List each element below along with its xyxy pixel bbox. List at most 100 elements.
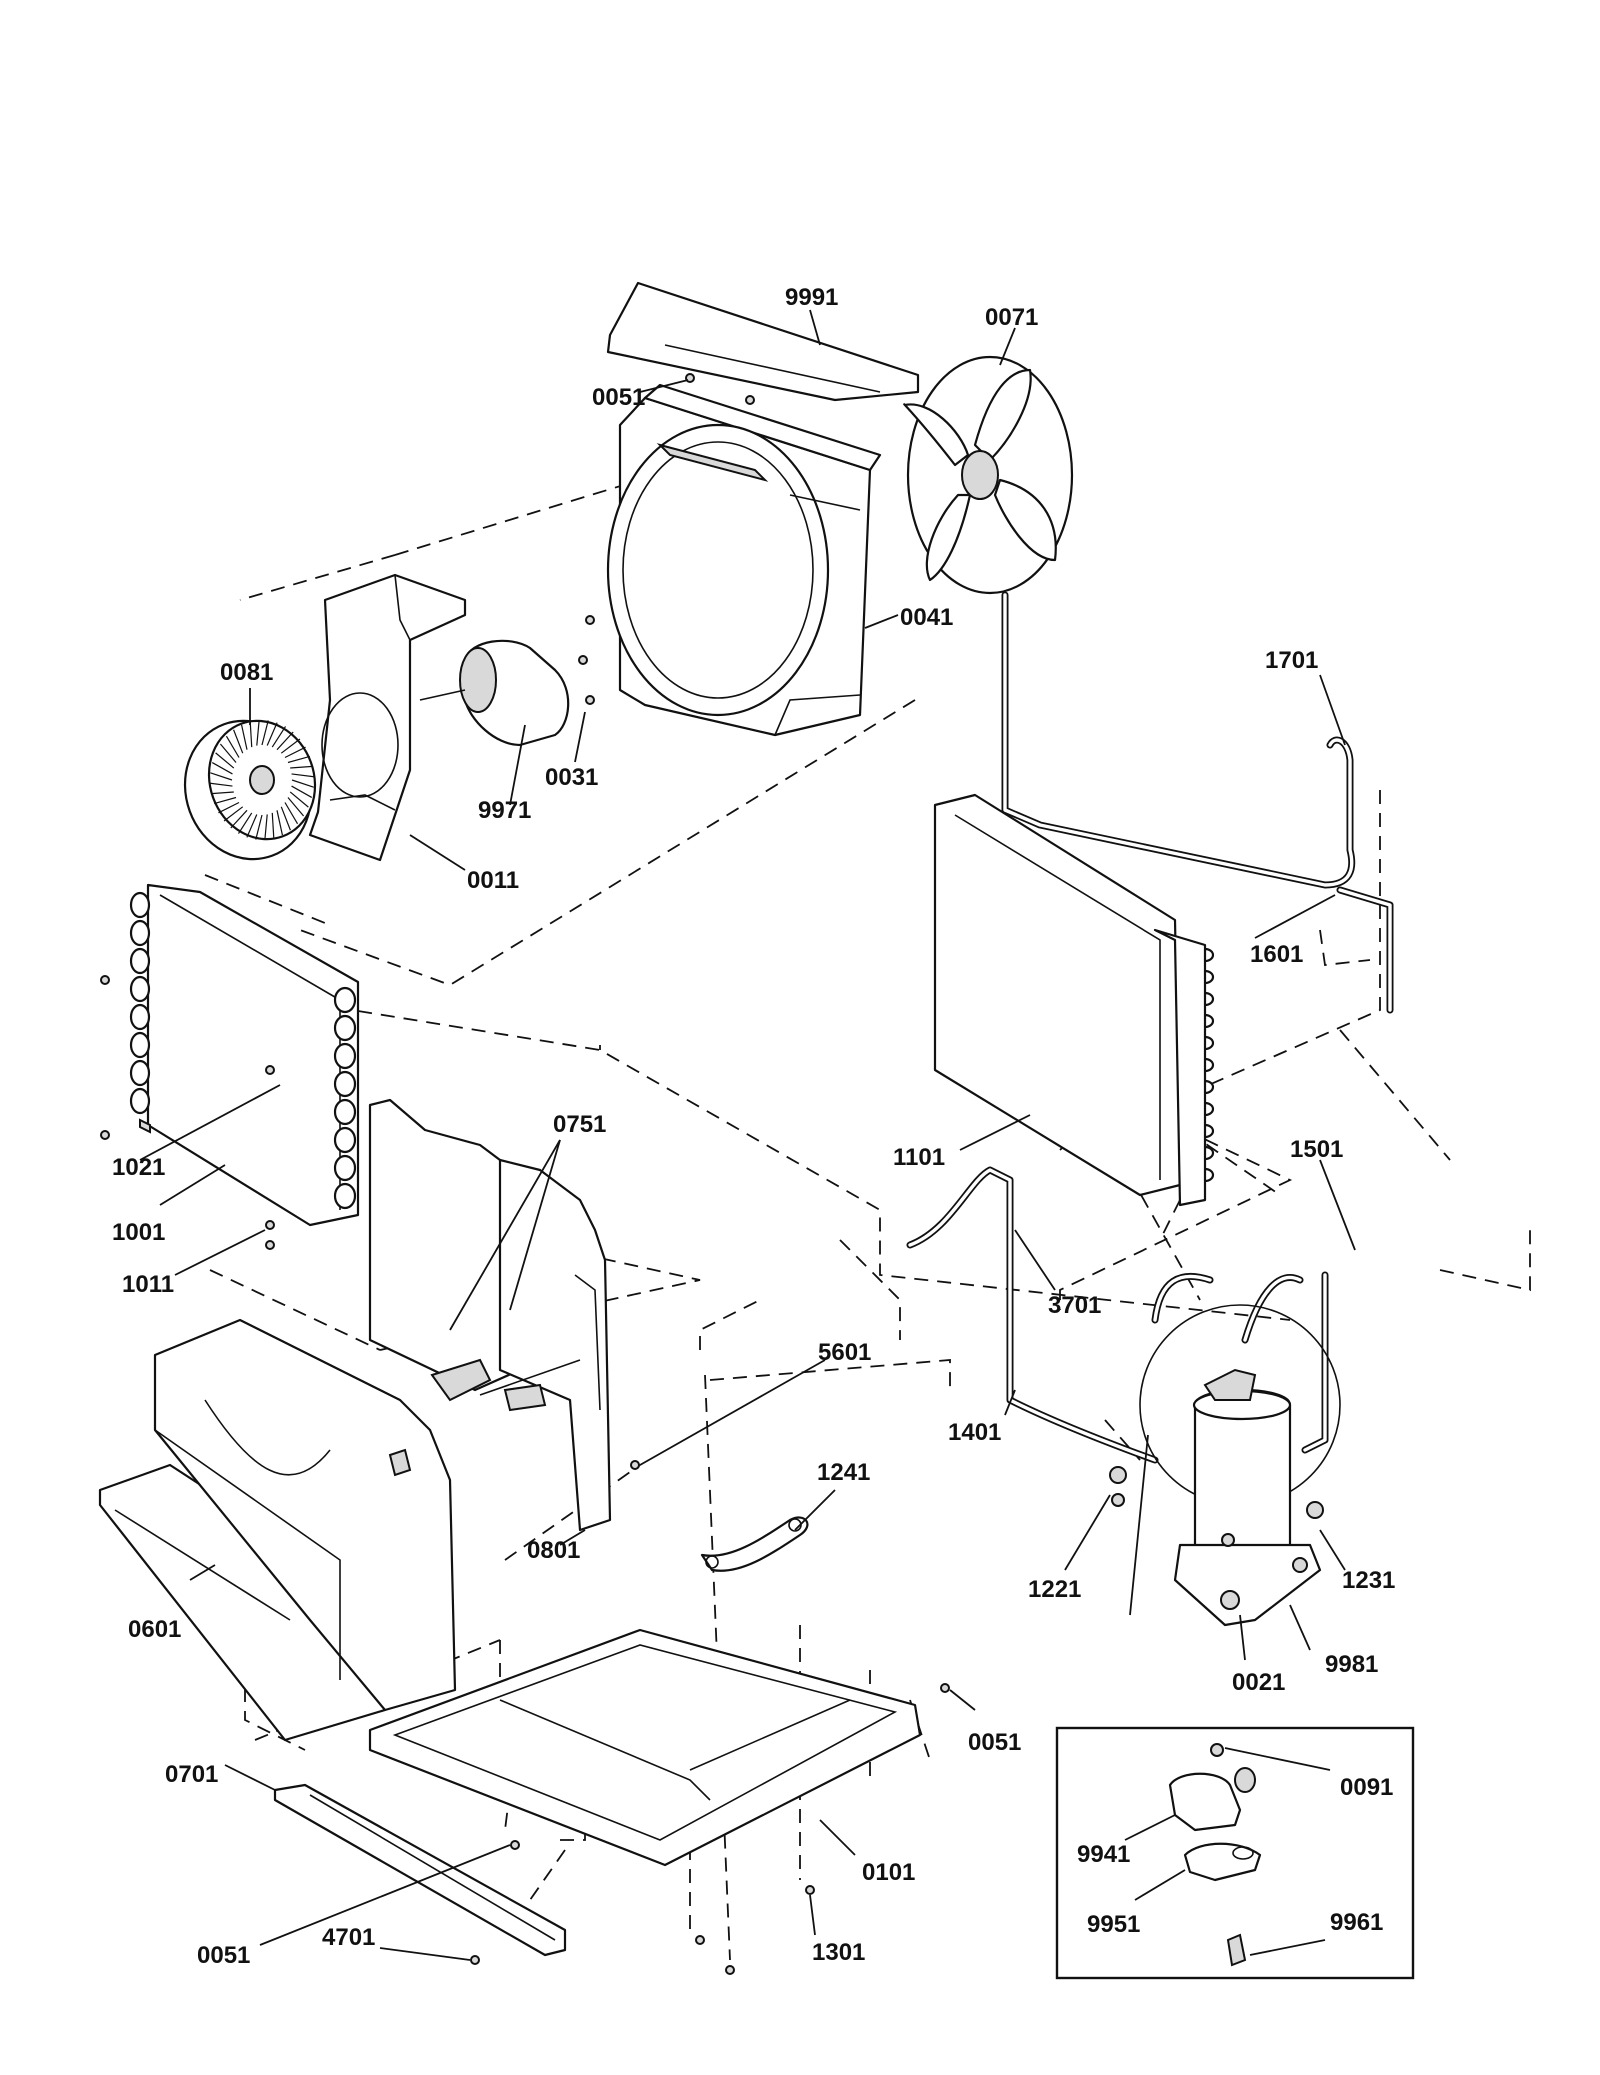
label-1241: 1241 (817, 1459, 870, 1486)
blower-fin (276, 731, 294, 751)
refrigerant-tubing (906, 591, 1394, 1464)
label-1011: 1011 (122, 1271, 174, 1298)
blower-fin (219, 743, 237, 763)
blower-fin (225, 735, 240, 758)
label-9961: 9961 (1330, 1909, 1383, 1936)
mounting-strap-part (700, 1516, 809, 1572)
condenser-coil-part (933, 793, 1215, 1207)
blower-fin (256, 720, 260, 746)
blower-fin (210, 782, 233, 787)
blower-fin (290, 765, 313, 769)
blower-fin (246, 814, 258, 838)
base-pan-part (98, 1318, 457, 1742)
evaporator-return-bend (333, 1014, 357, 1042)
blower-fin (211, 762, 233, 775)
blower-fin (233, 729, 244, 754)
blower-fin (266, 722, 278, 746)
label-9981: 9981 (1325, 1651, 1378, 1678)
fasteners (100, 373, 1235, 1975)
blower-fin (280, 806, 291, 831)
blower-fin (214, 796, 237, 805)
label-3701: 3701 (1048, 1292, 1101, 1319)
label-1021: 1021 (112, 1154, 165, 1181)
top-cover-part (606, 281, 920, 402)
label-9991: 9991 (785, 284, 838, 311)
evaporator-return-bend (129, 947, 151, 975)
label-0021: 0021 (1232, 1669, 1285, 1696)
label-0091: 0091 (1340, 1774, 1393, 1801)
label-0751: 0751 (553, 1111, 606, 1138)
evaporator-return-bend (333, 1182, 357, 1210)
label-1301: 1301 (812, 1939, 865, 1966)
label-0011: 0011 (467, 867, 519, 894)
inset-detail-box (1055, 1726, 1415, 1980)
leader-lines (139, 309, 1356, 1961)
blower-fin (249, 721, 253, 748)
evaporator-return-bend (333, 1098, 357, 1126)
blower-fin (255, 814, 263, 840)
blower-fin (291, 773, 314, 778)
label-0101: 0101 (862, 1859, 915, 1886)
blower-fin (230, 809, 248, 829)
blower-fin (210, 772, 233, 781)
blower-fin (223, 806, 244, 822)
evaporator-coil-part (129, 883, 360, 1227)
blower-fin (240, 724, 248, 750)
blower-fin (211, 791, 234, 795)
label-0031: 0031 (545, 764, 598, 791)
motor-bracket-part (308, 573, 467, 862)
evaporator-return-bend (129, 891, 151, 919)
blower-fin (271, 726, 287, 748)
label-1401: 1401 (948, 1419, 1001, 1446)
evaporator-return-bend (129, 975, 151, 1003)
label-5601: 5601 (818, 1339, 871, 1366)
blower-fin (287, 755, 310, 764)
fan-motor-part (419, 615, 595, 747)
blower-fin (276, 810, 284, 836)
blower-fin (287, 797, 305, 817)
evaporator-return-bend (129, 1087, 151, 1115)
label-1101: 1101 (893, 1144, 945, 1171)
blower-fin (280, 738, 301, 754)
label-0051-right: 0051 (968, 1729, 1021, 1756)
blower-fin (215, 752, 235, 769)
label-1231: 1231 (1342, 1567, 1395, 1594)
blower-fin (237, 812, 253, 834)
evaporator-return-bend (333, 1070, 357, 1098)
label-0801: 0801 (527, 1537, 580, 1564)
evaporator-return-bend (333, 1042, 357, 1070)
blower-fin (291, 779, 314, 788)
evaporator-return-bend (333, 986, 357, 1014)
evaporator-return-bend (333, 1126, 357, 1154)
label-9951: 9951 (1087, 1911, 1140, 1938)
label-0051-top: 0051 (592, 384, 645, 411)
blower-fin (271, 812, 275, 839)
label-1221: 1221 (1028, 1576, 1081, 1603)
label-1701: 1701 (1265, 647, 1318, 674)
label-1501: 1501 (1290, 1136, 1343, 1163)
label-0601: 0601 (128, 1616, 181, 1643)
label-0041: 0041 (900, 604, 953, 631)
blower-fin (218, 801, 240, 814)
blower-fin (261, 720, 269, 746)
label-9971: 9971 (478, 797, 531, 824)
blower-fin (284, 746, 306, 759)
evaporator-return-bend (129, 1003, 151, 1031)
evaporator-return-bend (129, 1059, 151, 1087)
blower-fin (291, 785, 313, 798)
blower-fin (264, 814, 268, 840)
condenser-fan-blade-part (903, 355, 1074, 595)
label-0701: 0701 (165, 1761, 218, 1788)
label-0081: 0081 (220, 659, 273, 686)
label-0071: 0071 (985, 304, 1038, 331)
evaporator-return-bend (129, 919, 151, 947)
evaporator-return-bend (129, 1031, 151, 1059)
label-9941: 9941 (1077, 1841, 1130, 1868)
label-4701: 4701 (322, 1924, 375, 1951)
compressor-part (1139, 1304, 1341, 1627)
blower-wheel-part (183, 719, 317, 861)
part-number-labels: 9991 0071 0051 0041 0081 9971 0031 0011 … (112, 284, 1395, 1969)
blower-fin (284, 802, 299, 825)
label-0051-bottom: 0051 (197, 1942, 250, 1969)
blower-fin (289, 791, 309, 808)
